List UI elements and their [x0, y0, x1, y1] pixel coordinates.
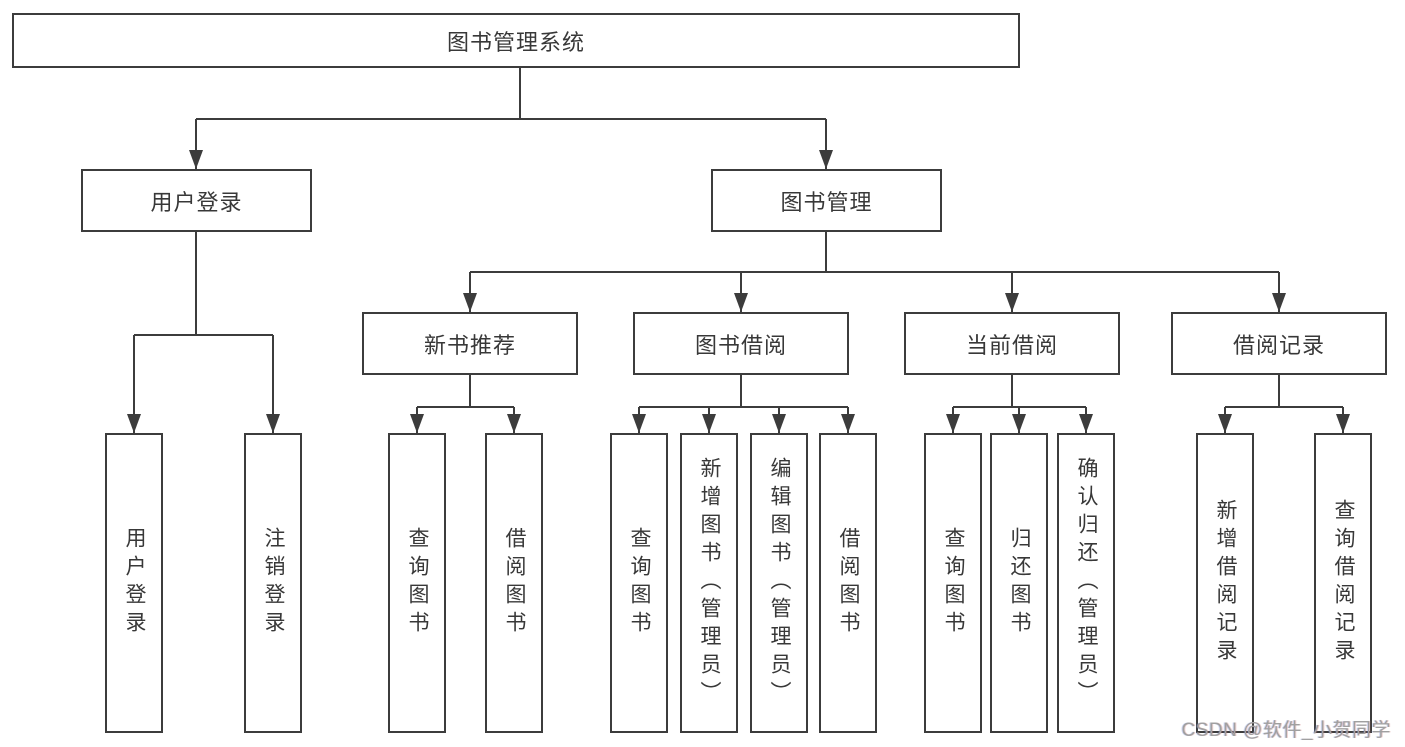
node-leaf-borrow-book-2: 借阅图书: [819, 433, 877, 733]
node-leaf-logout: 注销登录: [244, 433, 302, 733]
node-leaf-user-login: 用户登录: [105, 433, 163, 733]
node-leaf-query-book-3: 查询图书: [924, 433, 982, 733]
node-root-title: 图书管理系统: [12, 13, 1020, 68]
node-user-login: 用户登录: [81, 169, 312, 232]
rail-user-login: [134, 232, 273, 336]
csdn-watermark: CSDN @软件_小贺同学: [1181, 720, 1391, 741]
node-leaf-add-record: 新增借阅记录: [1196, 433, 1254, 733]
rail-book-borrow: [639, 375, 848, 408]
node-leaf-query-record: 查询借阅记录: [1314, 433, 1372, 733]
node-book-borrow: 图书借阅: [633, 312, 849, 375]
node-book-mgmt: 图书管理: [711, 169, 942, 232]
node-leaf-edit-book: 编辑图书（管理员）: [750, 433, 808, 733]
rail-new-book-rec: [417, 375, 514, 408]
rail-current-borrow: [953, 375, 1086, 408]
node-leaf-return-book: 归还图书: [990, 433, 1048, 733]
node-current-borrow: 当前借阅: [904, 312, 1120, 375]
node-leaf-confirm-return: 确认归还（管理员）: [1057, 433, 1115, 733]
node-leaf-borrow-book-1: 借阅图书: [485, 433, 543, 733]
node-leaf-query-book-2: 查询图书: [610, 433, 668, 733]
node-borrow-records: 借阅记录: [1171, 312, 1387, 375]
node-new-book-rec: 新书推荐: [362, 312, 578, 375]
rail-root: [196, 68, 826, 120]
node-leaf-query-book-1: 查询图书: [388, 433, 446, 733]
node-leaf-add-book: 新增图书（管理员）: [680, 433, 738, 733]
rail-book-mgmt: [470, 232, 1279, 273]
rail-borrow-records: [1225, 375, 1343, 408]
